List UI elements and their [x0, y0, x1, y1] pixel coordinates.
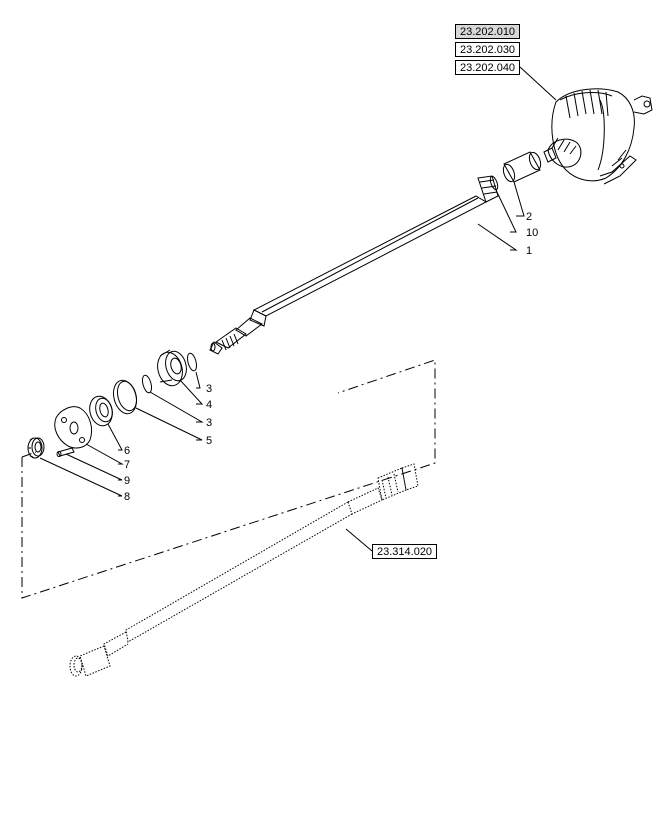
ref-23-202-030[interactable]: 23.202.030 [455, 42, 521, 57]
bearing-part-4 [157, 349, 187, 387]
callout-8: 8 [124, 491, 130, 503]
leader-ref-23-202-040 [519, 66, 557, 101]
callout-4: 4 [206, 399, 212, 411]
callout-7: 7 [124, 459, 130, 471]
pin-part-9 [56, 447, 75, 457]
ref-23-202-010[interactable]: 23.202.010 [455, 24, 521, 39]
callout-labels: 2 10 1 3 4 3 5 6 7 9 8 [124, 211, 538, 503]
dashed-assembly-boundary [21, 359, 436, 599]
ref-23-202-040[interactable]: 23.202.040 [455, 60, 521, 75]
seal-part-6 [89, 395, 113, 427]
callout-10: 10 [526, 227, 538, 239]
cover-plate-part-7 [54, 406, 93, 449]
callout-leaders [39, 181, 525, 497]
optional-shaft-23-314-020 [69, 463, 419, 677]
dashed-boundary-left [21, 451, 37, 458]
bushing-part-2 [502, 151, 542, 183]
callout-2: 2 [526, 211, 532, 223]
callout-6: 6 [124, 445, 130, 457]
callout-3-upper: 3 [206, 383, 212, 395]
callout-5: 5 [206, 435, 212, 447]
ref-23-314-020[interactable]: 23.314.020 [372, 544, 438, 559]
gear-part-8 [27, 437, 45, 459]
gearbox-housing [543, 88, 653, 185]
callout-9: 9 [124, 475, 130, 487]
callout-3-lower: 3 [206, 417, 212, 429]
leader-ref-23-314-020 [345, 528, 373, 552]
snap-ring-part-3-lower [141, 374, 153, 394]
main-shaft-part-1 [209, 175, 499, 355]
callout-1: 1 [526, 245, 532, 257]
o-ring-part-5 [112, 379, 138, 415]
snap-ring-part-3-upper [186, 352, 198, 372]
